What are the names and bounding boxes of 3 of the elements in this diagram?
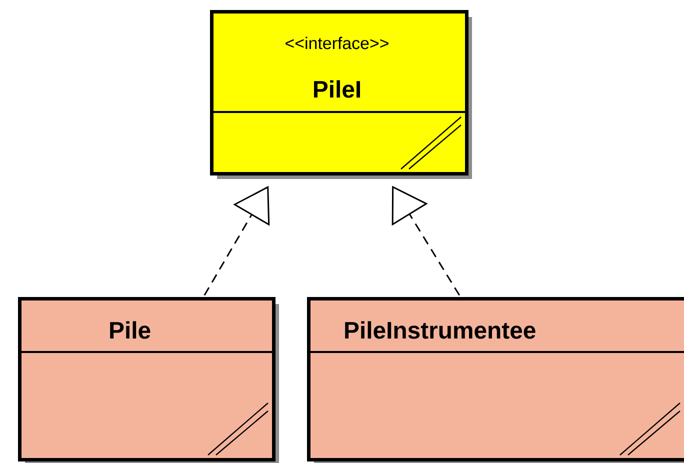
class-box: <<interface>> PileI bbox=[210, 10, 472, 179]
class-box: PileInstrumentee bbox=[307, 297, 684, 463]
class-box: Pile bbox=[18, 297, 279, 463]
